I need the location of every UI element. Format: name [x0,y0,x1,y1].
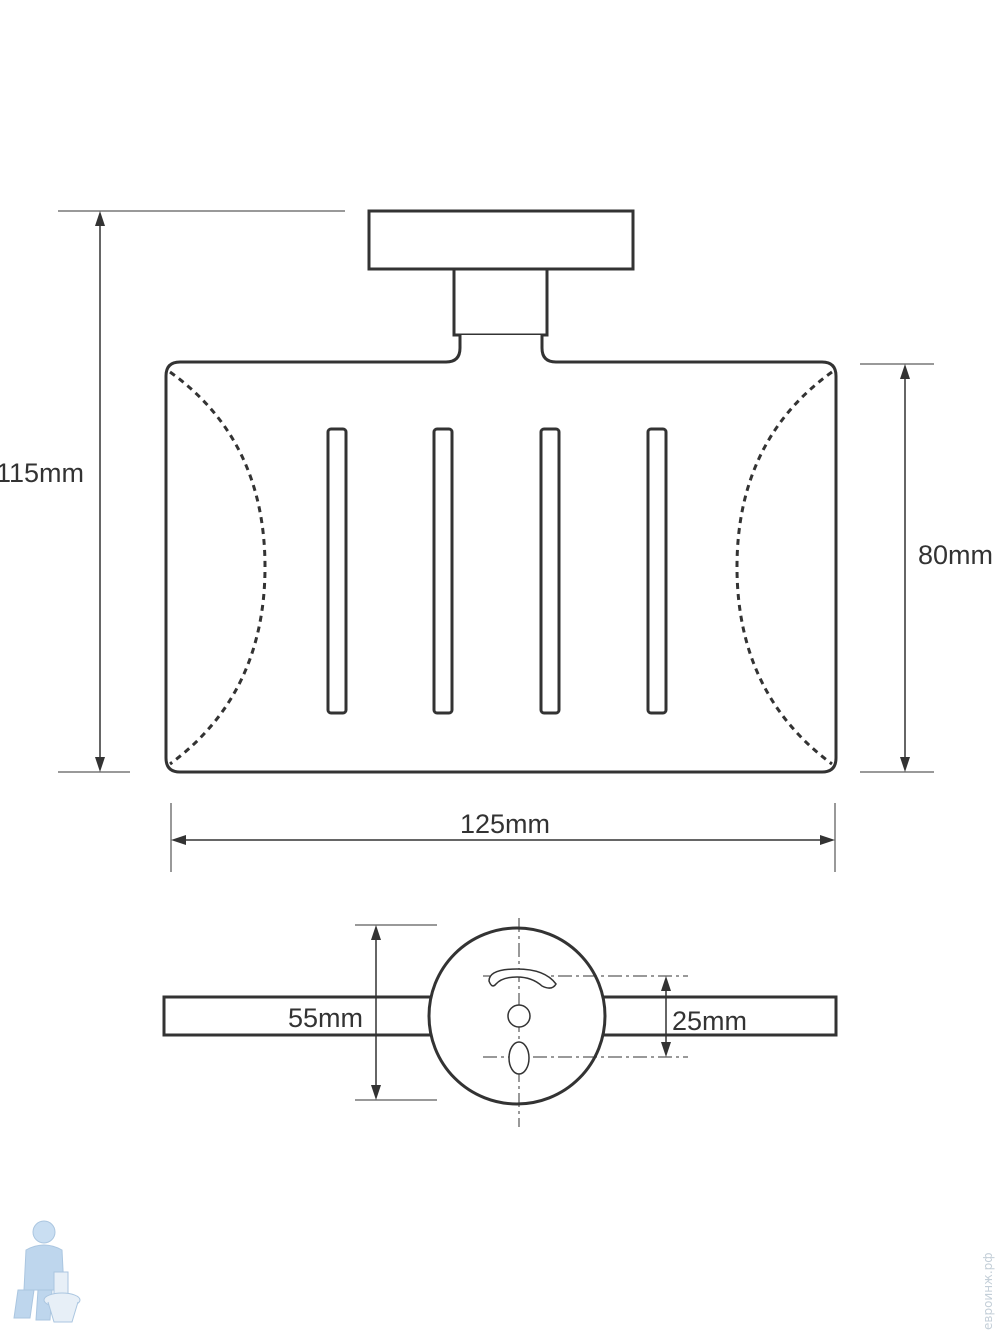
drain-slot [326,427,348,715]
plumber-mascot-icon [13,1220,81,1323]
screw-hole [508,1041,530,1075]
dimension-width: 125mm [170,803,836,872]
total-height-label: 115mm [0,458,84,488]
basket-left-curve [169,370,267,766]
dimension-total-height: 115mm [0,210,345,773]
bar-height-label: 55mm [288,1003,363,1033]
wall-plate [367,209,635,271]
dimension-basket-height: 80mm [860,363,993,773]
basket-right-curve [735,370,833,766]
drain-slot [539,427,561,715]
hole-spacing-label: 25mm [672,1006,747,1036]
front-view [164,209,838,774]
basket-height-label: 80mm [918,540,993,570]
drain-slot [432,427,454,715]
screw-hole [507,1004,531,1028]
drain-slot [646,427,668,715]
watermark-site: евроинж.рф [981,1252,995,1330]
width-label: 125mm [460,809,550,839]
top-view [162,918,838,1127]
dimension-bar-height: 55mm [288,924,437,1101]
dimension-hole-spacing: 25mm [661,976,747,1057]
holder-neck [452,267,549,337]
keyhole-slot [488,968,557,989]
basket-outline [164,335,838,774]
